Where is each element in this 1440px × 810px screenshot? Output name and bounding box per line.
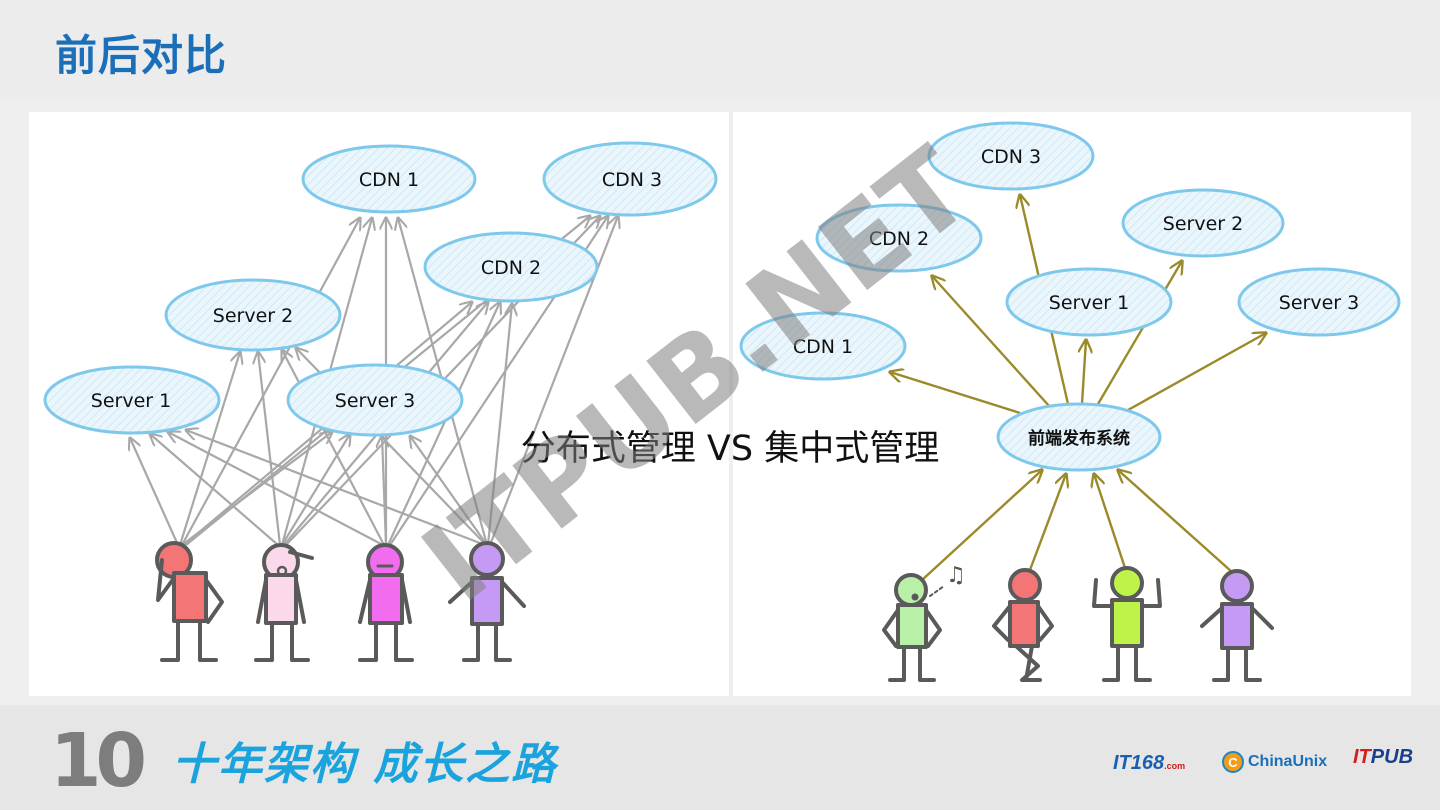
right-person-4 bbox=[1200, 569, 1274, 682]
left-person-4 bbox=[448, 541, 526, 662]
left-person-1 bbox=[155, 541, 224, 662]
ten-years-logo: 10 bbox=[50, 718, 147, 804]
right-node-cdn2: CDN 2 bbox=[815, 203, 983, 273]
right-node-cdn1: CDN 1 bbox=[739, 311, 907, 381]
right-node-server2: Server 2 bbox=[1121, 188, 1285, 258]
chinaunix-logo-text: ChinaUnix bbox=[1248, 753, 1328, 770]
left-cdn3-label: CDN 3 bbox=[602, 169, 662, 191]
itpub-logo-pub: PUB bbox=[1370, 746, 1414, 768]
left-cdn2-label: CDN 2 bbox=[481, 257, 541, 279]
left-cdn1-label: CDN 1 bbox=[359, 169, 419, 191]
right-cdn3-label: CDN 3 bbox=[981, 146, 1041, 168]
chinaunix-mark-icon: C bbox=[1222, 751, 1244, 773]
itpub-logo-it: IT bbox=[1353, 746, 1371, 768]
left-node-server1: Server 1 bbox=[43, 365, 221, 435]
chinaunix-logo: C ChinaUnix bbox=[1222, 751, 1327, 773]
left-server1-label: Server 1 bbox=[91, 390, 171, 412]
left-node-server2: Server 2 bbox=[164, 278, 342, 352]
footer-bar bbox=[0, 705, 1440, 810]
music-note-icon: ♫ bbox=[946, 563, 966, 588]
right-person-1 bbox=[882, 573, 945, 682]
left-person-2 bbox=[254, 543, 314, 662]
left-server3-label: Server 3 bbox=[335, 390, 415, 412]
right-hub-label: 前端发布系统 bbox=[1028, 428, 1130, 449]
right-person-3 bbox=[1092, 566, 1162, 682]
right-node-cdn3: CDN 3 bbox=[927, 121, 1095, 191]
right-person-2 bbox=[992, 568, 1054, 682]
right-server2-label: Server 2 bbox=[1163, 213, 1243, 235]
right-node-server1: Server 1 bbox=[1005, 267, 1173, 337]
left-node-server3: Server 3 bbox=[286, 363, 464, 437]
it168-logo: IT168.com bbox=[1113, 752, 1185, 775]
left-person-3 bbox=[358, 543, 414, 662]
comparison-label: 分布式管理 VS 集中式管理 bbox=[521, 429, 939, 469]
right-server1-label: Server 1 bbox=[1049, 292, 1129, 314]
right-cdn2-label: CDN 2 bbox=[869, 228, 929, 250]
right-node-hub: 前端发布系统 bbox=[996, 402, 1162, 472]
left-server2-label: Server 2 bbox=[213, 305, 293, 327]
right-server3-label: Server 3 bbox=[1279, 292, 1359, 314]
right-cdn1-label: CDN 1 bbox=[793, 336, 853, 358]
page-title: 前后对比 bbox=[55, 31, 228, 80]
left-node-cdn3: CDN 3 bbox=[542, 141, 718, 217]
slogan: 十年架构 成长之路 bbox=[172, 739, 558, 790]
left-node-cdn1: CDN 1 bbox=[301, 144, 477, 214]
left-node-cdn2: CDN 2 bbox=[423, 231, 599, 303]
it168-logo-suffix: .com bbox=[1164, 761, 1186, 771]
header-bar: 前后对比 bbox=[0, 0, 1440, 99]
it168-logo-text: IT168 bbox=[1113, 752, 1165, 774]
right-node-server3: Server 3 bbox=[1237, 267, 1401, 337]
itpub-logo: ITPUB bbox=[1353, 746, 1413, 769]
